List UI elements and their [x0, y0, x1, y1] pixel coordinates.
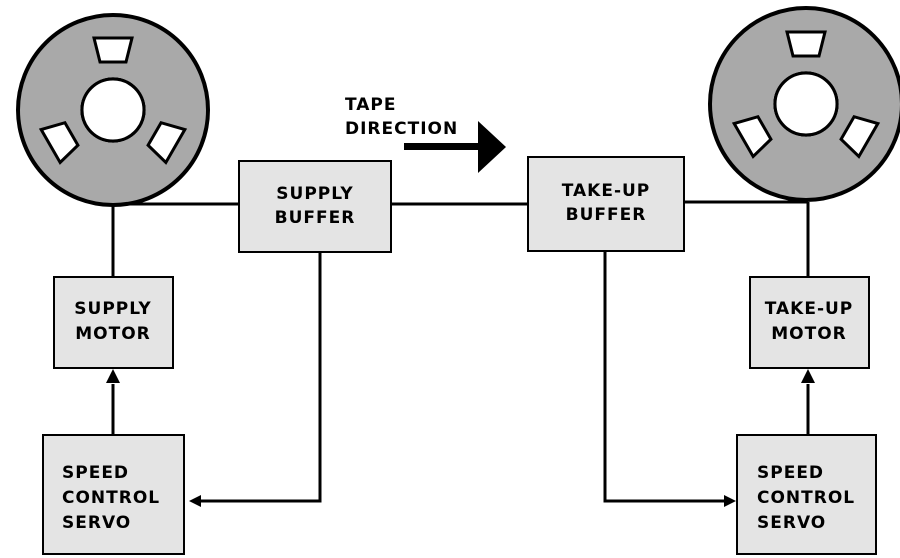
tape-direction-line-2: DIRECTION	[345, 119, 458, 139]
takeup-buffer-box: TAKE-UP BUFFER	[527, 156, 685, 252]
supply-motor-line-1: SUPPLY	[74, 299, 151, 319]
right-servo-line-1: SPEED	[757, 463, 824, 483]
left-servo-line-3: SERVO	[62, 513, 131, 533]
takeup-reel-icon	[708, 6, 900, 202]
right-speed-control-servo-box: SPEED CONTROL SERVO	[736, 434, 877, 555]
connection-lines	[111, 200, 810, 503]
supply-buffer-line-2: BUFFER	[275, 208, 356, 228]
tape-direction-label: TAPE DIRECTION	[345, 95, 458, 139]
supply-buffer-feedback-line	[198, 252, 322, 503]
arrow-head-supply-motor	[106, 369, 120, 383]
takeup-buffer-line-2: BUFFER	[566, 205, 647, 225]
right-servo-line-3: SERVO	[757, 513, 826, 533]
right-servo-line-2: CONTROL	[757, 488, 855, 508]
arrow-head-takeup-motor	[801, 369, 815, 383]
tape-direction-line-1: TAPE	[345, 95, 397, 115]
arrow-head-left-servo-input	[189, 495, 201, 507]
supply-reel-icon	[16, 13, 210, 207]
takeup-buffer-line-1: TAKE-UP	[562, 181, 651, 201]
left-servo-line-1: SPEED	[62, 463, 129, 483]
supply-buffer-box: SUPPLY BUFFER	[238, 160, 392, 253]
takeup-buffer-feedback-line	[603, 252, 726, 503]
left-servo-line-2: CONTROL	[62, 488, 160, 508]
arrow-right-icon	[404, 121, 506, 173]
takeup-motor-box: TAKE-UP MOTOR	[749, 276, 870, 369]
supply-buffer-line-1: SUPPLY	[276, 184, 353, 204]
supply-motor-line-2: MOTOR	[75, 324, 151, 344]
supply-motor-box: SUPPLY MOTOR	[53, 276, 174, 369]
takeup-motor-line-1: TAKE-UP	[765, 299, 854, 319]
left-speed-control-servo-box: SPEED CONTROL SERVO	[42, 434, 185, 555]
takeup-motor-line-2: MOTOR	[771, 324, 847, 344]
arrow-head-right-servo-input	[724, 495, 736, 507]
